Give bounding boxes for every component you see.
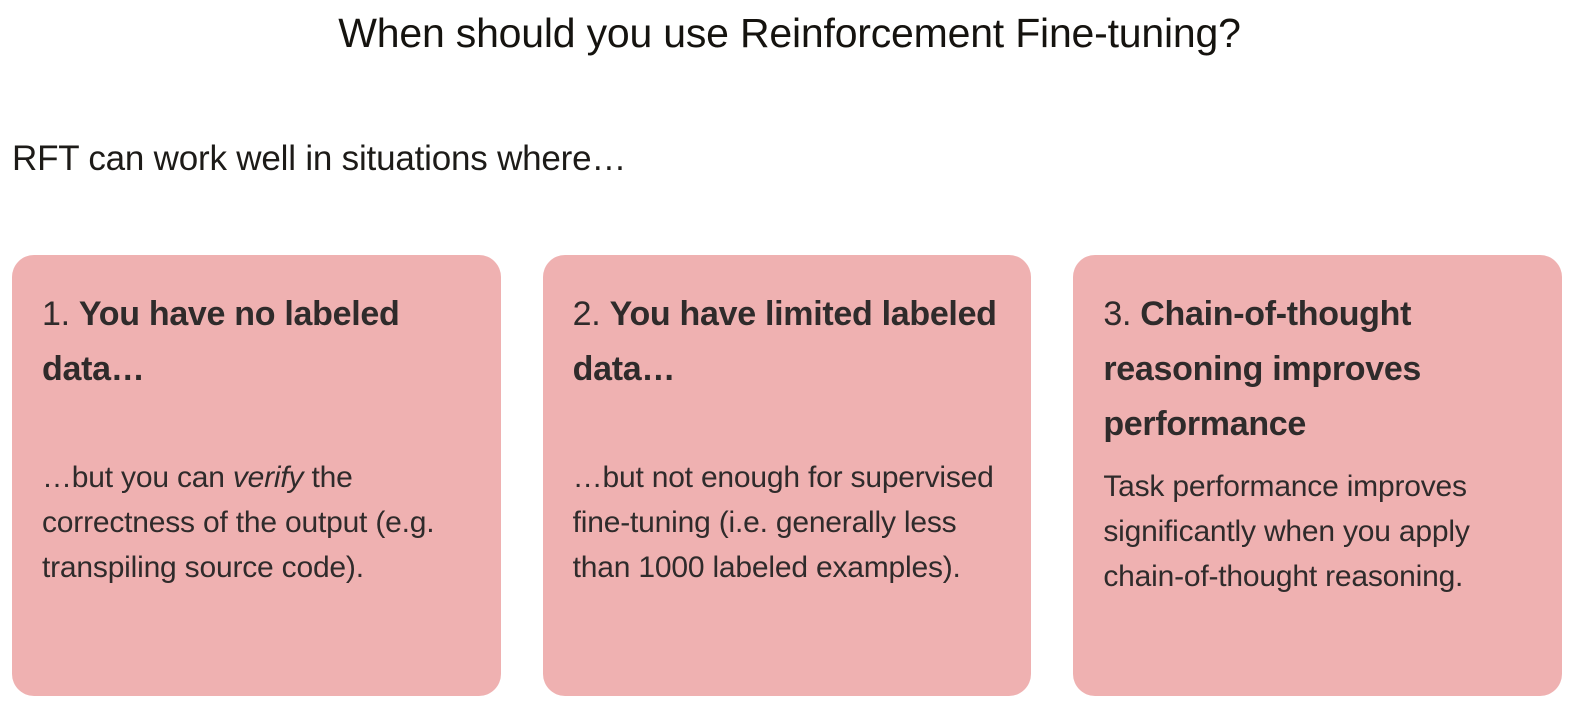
card-2-number: 2. xyxy=(572,295,601,333)
card-3-body: Task performance improves significantly … xyxy=(1103,464,1532,599)
card-1-body-part-2: the correctness of the output (e.g. tran… xyxy=(42,461,435,584)
card-2-body: …but not enough for supervised fine-tuni… xyxy=(573,455,1002,590)
card-3: 3. Chain-of-thought reasoning improves p… xyxy=(1073,255,1563,696)
card-2-body-part-1: …but not enough for supervised fine-tuni… xyxy=(572,461,994,584)
page-title: When should you use Reinforcement Fine-t… xyxy=(338,10,1241,56)
card-1: 1. You have no labeled data… …but you ca… xyxy=(12,255,501,696)
card-1-body-part-1: …but you can xyxy=(42,461,233,494)
card-3-number: 3. xyxy=(1103,295,1132,333)
card-1-heading-text: You have no labeled data… xyxy=(42,295,400,388)
card-1-body-emphasis: verify xyxy=(232,461,304,494)
card-1-body: …but you can verify the correctness of t… xyxy=(42,455,471,590)
slide-subtitle: RFT can work well in situations where… xyxy=(12,139,627,178)
card-2-heading: 2. You have limited labeled data… xyxy=(573,287,1002,397)
card-3-body-part-1: Task performance improves significantly … xyxy=(1103,470,1470,593)
card-2-heading-text: You have limited labeled data… xyxy=(572,295,997,388)
card-3-heading: 3. Chain-of-thought reasoning improves p… xyxy=(1103,287,1532,452)
card-1-number: 1. xyxy=(42,295,70,333)
card-2: 2. You have limited labeled data… …but n… xyxy=(542,255,1032,696)
card-3-heading-text: Chain-of-thought reasoning improves perf… xyxy=(1103,295,1422,443)
card-1-heading: 1. You have no labeled data… xyxy=(42,287,471,397)
cards-row: 1. You have no labeled data… …but you ca… xyxy=(12,255,1563,696)
